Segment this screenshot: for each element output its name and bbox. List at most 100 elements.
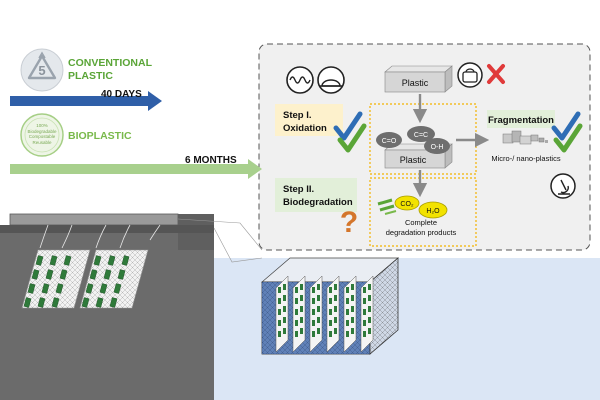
cage-plastic-strip bbox=[312, 287, 315, 293]
bioplastic-duration-arrow bbox=[10, 159, 262, 179]
cage-plastic-strip bbox=[295, 287, 298, 293]
cage-plastic-strip bbox=[363, 309, 366, 315]
plastic-strip bbox=[23, 297, 32, 308]
plastic-strip bbox=[121, 255, 130, 266]
cage-plastic-strip bbox=[300, 317, 303, 323]
cage-sample-panel bbox=[292, 275, 306, 353]
cage-plastic-strip bbox=[312, 331, 315, 337]
cage-plastic-strip bbox=[346, 309, 349, 315]
cage-plastic-strip bbox=[283, 306, 286, 312]
plastic-strip bbox=[109, 297, 118, 308]
step2-line1: Step II. bbox=[283, 184, 314, 195]
conventional-label-line1: CONVENTIONAL bbox=[68, 57, 153, 69]
plastic-strip bbox=[31, 269, 40, 280]
h2o-bubble bbox=[418, 201, 448, 219]
bioplastic-label: BIOPLASTIC bbox=[68, 130, 132, 142]
group-bubble-co bbox=[376, 132, 402, 148]
complete-line1: Complete bbox=[405, 218, 437, 227]
plastic-strip bbox=[81, 297, 90, 308]
cage-plastic-strip bbox=[329, 331, 332, 337]
cage-plastic-strip bbox=[346, 298, 349, 304]
step2-line2: Biodegradation bbox=[283, 197, 353, 208]
cage-plastic-strip bbox=[278, 320, 281, 326]
connector-line-2 bbox=[213, 227, 263, 263]
group-oh: O-H bbox=[431, 144, 444, 151]
plastic-strip bbox=[95, 297, 104, 308]
cage-plastic-strip bbox=[363, 320, 366, 326]
question-mark-icon: ? bbox=[340, 206, 358, 239]
cage-plastic-strip bbox=[351, 328, 354, 334]
cage-sample-panel bbox=[343, 275, 357, 353]
cage-plastic-strip bbox=[368, 306, 371, 312]
cage-plastic-strip bbox=[300, 328, 303, 334]
hanging-wires bbox=[39, 224, 161, 249]
microscope-icon bbox=[550, 173, 576, 199]
sun-icon bbox=[317, 66, 345, 94]
plastic-block-top bbox=[384, 65, 453, 93]
cage-plastic-strip bbox=[346, 287, 349, 293]
bioplastic-badge-text: 100% Biodegradable Compostable Reusable bbox=[27, 123, 57, 145]
cage-plastic-strip bbox=[312, 320, 315, 326]
cage-plastic-strip bbox=[334, 306, 337, 312]
cage-plastic-strip bbox=[317, 306, 320, 312]
group-cc: C=C bbox=[414, 132, 428, 139]
cage-plastic-strip bbox=[300, 284, 303, 290]
check-green-fragmentation-icon bbox=[553, 123, 583, 153]
complete-line2: degradation products bbox=[386, 228, 457, 237]
cage-plastic-strip bbox=[300, 306, 303, 312]
group-co: C=O bbox=[382, 138, 397, 145]
plastic-strip bbox=[49, 255, 58, 266]
cage-plastic-strip bbox=[295, 298, 298, 304]
cage-plastic-strip bbox=[283, 328, 286, 334]
co2-label: CO₂ bbox=[400, 201, 414, 208]
step2-box bbox=[275, 178, 357, 212]
plastic-strip bbox=[117, 269, 126, 280]
plastic-strip bbox=[37, 297, 46, 308]
check-blue-icon bbox=[333, 111, 363, 141]
plastic-strip bbox=[93, 255, 102, 266]
cage-plastic-strip bbox=[329, 320, 332, 326]
cage-plastic-strip bbox=[317, 295, 320, 301]
plastic-strip bbox=[27, 283, 36, 294]
cage-plastic-strip bbox=[329, 309, 332, 315]
cage-plastic-strip bbox=[368, 295, 371, 301]
step1-line1: Step I. bbox=[283, 110, 312, 121]
plastic-strips-right bbox=[81, 255, 130, 308]
group-bubble-cc bbox=[407, 126, 435, 142]
cage-plastic-strip bbox=[368, 317, 371, 323]
fragmentation-label: Fragmentation bbox=[488, 115, 554, 126]
fragmentation-box bbox=[487, 110, 555, 128]
plastic-strip bbox=[59, 269, 68, 280]
plastic-strip bbox=[113, 283, 122, 294]
cage-plastic-strip bbox=[351, 284, 354, 290]
cage-plastic-strip bbox=[351, 295, 354, 301]
plastic-strip bbox=[51, 297, 60, 308]
cage-plastic-strip bbox=[317, 328, 320, 334]
cage-plastic-strip bbox=[363, 298, 366, 304]
fragment-pieces-icon bbox=[377, 198, 397, 215]
step1-line2: Oxidation bbox=[283, 123, 327, 134]
bioplastic-badge-icon: 100% Biodegradable Compostable Reusable bbox=[20, 113, 64, 157]
cage-plastic-strip bbox=[346, 331, 349, 337]
cage-plastic-strip bbox=[368, 284, 371, 290]
plastic-strip bbox=[89, 269, 98, 280]
plastic-strip bbox=[85, 283, 94, 294]
check-green-icon bbox=[337, 123, 367, 153]
conventional-label-line2: PLASTIC bbox=[68, 70, 113, 82]
cage-plastic-strip bbox=[278, 287, 281, 293]
cage-plastic-strip bbox=[351, 317, 354, 323]
plastic-strip bbox=[107, 255, 116, 266]
cage-plastic-strip bbox=[312, 309, 315, 315]
plastic-strip bbox=[55, 283, 64, 294]
cage-plastic-strip bbox=[334, 295, 337, 301]
cage-plastic-strip bbox=[283, 317, 286, 323]
cross-red-icon bbox=[487, 64, 505, 84]
cage-plastic-strip bbox=[334, 328, 337, 334]
cage-sample-panel bbox=[360, 275, 374, 353]
conventional-duration-arrow bbox=[10, 91, 162, 111]
scale-icon bbox=[457, 62, 483, 88]
plastic-strip bbox=[99, 283, 108, 294]
conventional-duration: 40 DAYS bbox=[101, 89, 142, 100]
cage-plastic-strip bbox=[346, 320, 349, 326]
